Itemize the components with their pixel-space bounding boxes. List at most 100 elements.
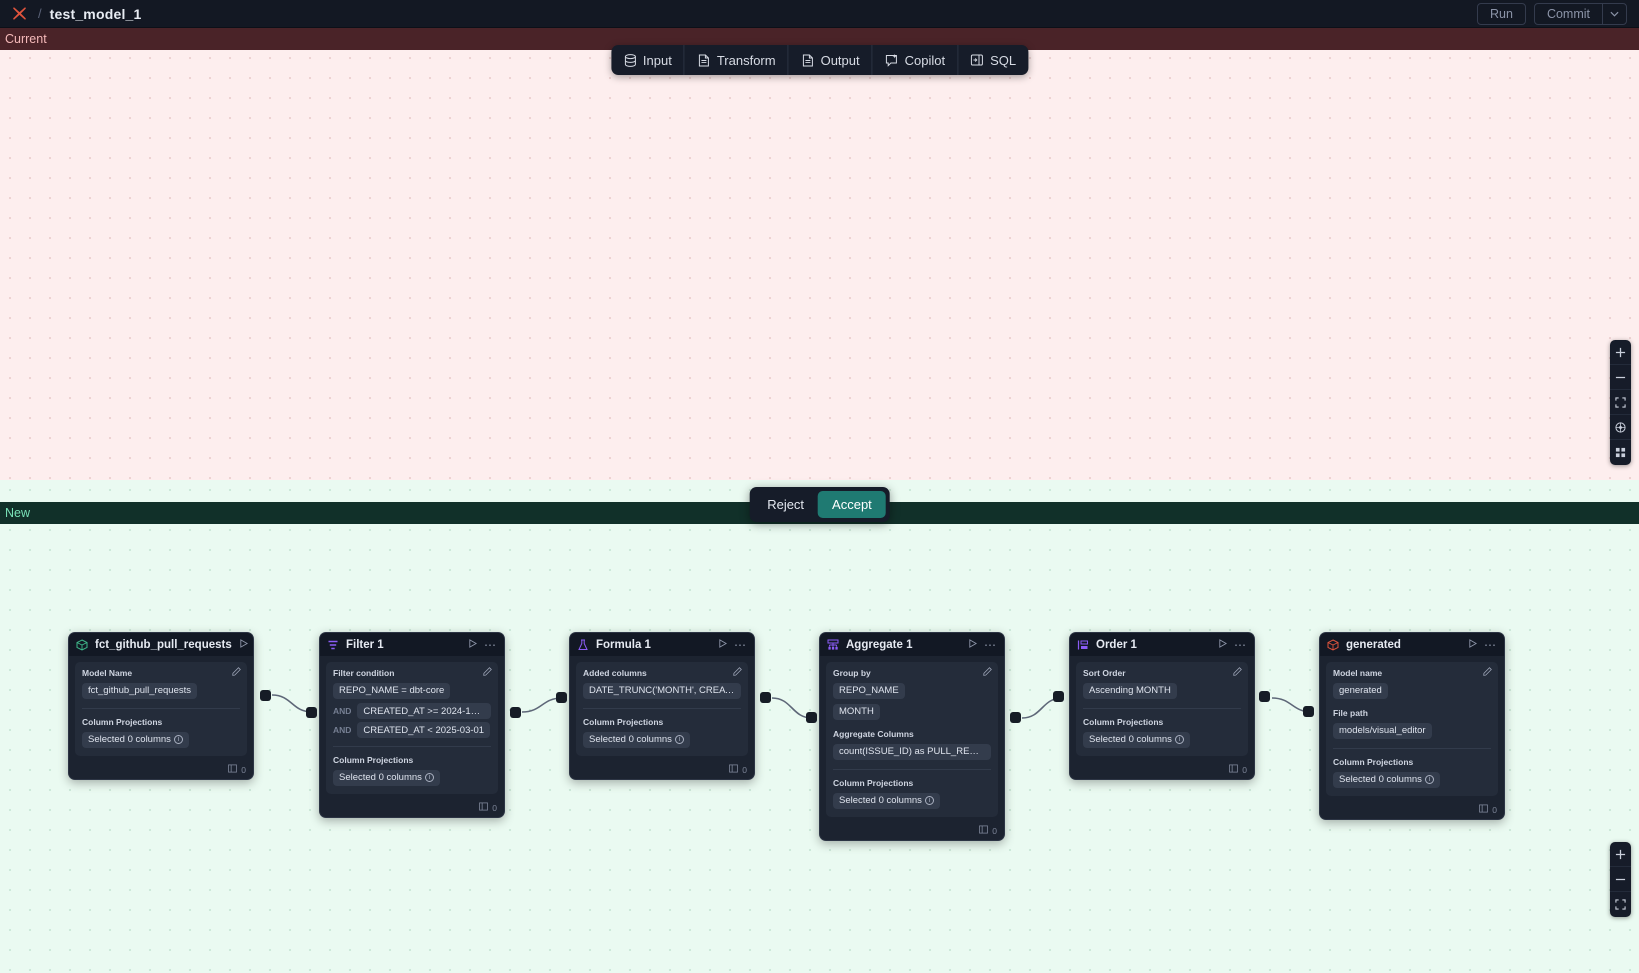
toolbar-item-transform[interactable]: Transform xyxy=(683,45,788,75)
value-pill[interactable]: fct_github_pull_requests xyxy=(82,682,197,699)
zoom-in-icon[interactable] xyxy=(1610,842,1631,867)
node-header[interactable]: generated ⋯ xyxy=(1320,633,1504,656)
group-by-pill[interactable]: MONTH xyxy=(833,703,880,720)
added-columns-pill[interactable]: DATE_TRUNC('MONTH', CREATED_AT… xyxy=(583,682,741,699)
zoom-in-icon[interactable] xyxy=(1610,340,1631,365)
edit-icon[interactable] xyxy=(232,667,241,678)
edge-port xyxy=(1010,712,1021,723)
play-icon[interactable] xyxy=(718,638,728,651)
node-header[interactable]: fct_github_pull_requests ⋯ xyxy=(69,633,253,656)
play-icon[interactable] xyxy=(1218,638,1228,651)
play-icon[interactable] xyxy=(968,638,978,651)
node-formula-1[interactable]: Formula 1 ⋯ Added columns DATE_TRUNC('MO… xyxy=(569,632,755,780)
edit-icon[interactable] xyxy=(1483,667,1492,678)
filter-condition-row: AND CREATED_AT >= 2024-12-01 xyxy=(333,703,491,719)
ellipsis-icon[interactable]: ⋯ xyxy=(484,637,497,652)
commit-button[interactable]: Commit xyxy=(1546,6,1590,21)
file-icon xyxy=(697,53,711,67)
info-icon[interactable]: i xyxy=(924,796,934,806)
run-button[interactable]: Run xyxy=(1477,2,1526,25)
node-body: Model name generated File path models/vi… xyxy=(1320,656,1504,802)
node-header[interactable]: Aggregate 1 ⋯ xyxy=(820,633,1004,656)
node-body: Added columns DATE_TRUNC('MONTH', CREATE… xyxy=(570,656,754,762)
ellipsis-icon[interactable]: ⋯ xyxy=(984,637,997,652)
toolbar-item-copilot[interactable]: Copilot xyxy=(871,45,957,75)
ellipsis-icon[interactable]: ⋯ xyxy=(734,637,747,652)
edge-port xyxy=(1303,706,1314,717)
commit-split-button[interactable]: Commit xyxy=(1533,2,1627,25)
node-footer: 0 xyxy=(69,762,253,779)
chevron-down-icon[interactable] xyxy=(1602,3,1626,24)
filter-condition-pill[interactable]: CREATED_AT >= 2024-12-01 xyxy=(357,703,491,719)
edge-port xyxy=(556,692,567,703)
ellipsis-icon[interactable]: ⋯ xyxy=(1484,637,1497,652)
section-label: Filter condition xyxy=(333,668,395,678)
fit-view-icon[interactable] xyxy=(1610,390,1631,415)
edit-icon[interactable] xyxy=(733,667,742,678)
diff-actions: Reject Accept xyxy=(749,487,890,522)
sort-order-pill[interactable]: Ascending MONTH xyxy=(1083,682,1177,699)
zoom-out-icon[interactable] xyxy=(1610,365,1631,390)
node-title: Order 1 xyxy=(1096,638,1137,651)
info-icon[interactable]: i xyxy=(1174,735,1184,745)
section-label: Added columns xyxy=(583,668,647,678)
node-header[interactable]: Order 1 ⋯ xyxy=(1070,633,1254,656)
group-by-pill[interactable]: REPO_NAME xyxy=(833,682,905,699)
column-count: 0 xyxy=(1492,804,1497,815)
node-generated[interactable]: generated ⋯ Model name generated File pa… xyxy=(1319,632,1505,820)
model-name-pill[interactable]: generated xyxy=(1333,682,1388,699)
edit-icon[interactable] xyxy=(983,667,992,678)
filter-icon xyxy=(327,639,339,651)
info-icon[interactable]: i xyxy=(1424,775,1434,785)
file-path-pill[interactable]: models/visual_editor xyxy=(1333,722,1432,739)
aggregate-columns-pill[interactable]: count(ISSUE_ID) as PULL_REQUEST_… xyxy=(833,743,991,760)
condition-operator: AND xyxy=(333,725,352,735)
toolbar-item-input[interactable]: Input xyxy=(611,45,684,75)
node-filter-1[interactable]: Filter 1 ⋯ Filter condition REPO_NAME = … xyxy=(319,632,505,818)
x-logo-icon[interactable] xyxy=(8,3,30,25)
minimap-icon[interactable] xyxy=(1610,440,1631,465)
columns-icon xyxy=(1229,764,1239,775)
node-fct-github-pull-requests[interactable]: fct_github_pull_requests ⋯ Model Name fc… xyxy=(68,632,254,780)
edit-icon[interactable] xyxy=(1233,667,1242,678)
reject-button[interactable]: Reject xyxy=(753,491,818,518)
node-card: Added columns DATE_TRUNC('MONTH', CREATE… xyxy=(576,662,748,756)
node-aggregate-1[interactable]: Aggregate 1 ⋯ Group by REPO_NAME MONTH A… xyxy=(819,632,1005,841)
toolbar-item-output[interactable]: Output xyxy=(787,45,872,75)
ellipsis-icon[interactable]: ⋯ xyxy=(1234,637,1247,652)
node-card: Sort Order Ascending MONTH Column Projec… xyxy=(1076,662,1248,756)
node-header[interactable]: Filter 1 ⋯ xyxy=(320,633,504,656)
zoom-out-icon[interactable] xyxy=(1610,867,1631,892)
toolbar-item-sql[interactable]: SQL xyxy=(957,45,1028,75)
columns-icon xyxy=(479,802,489,813)
section-label: Sort Order xyxy=(1083,668,1126,678)
accept-button[interactable]: Accept xyxy=(818,491,886,518)
section-label: Column Projections xyxy=(82,717,163,727)
filter-condition-pill[interactable]: REPO_NAME = dbt-core xyxy=(333,682,451,699)
sort-icon xyxy=(1077,639,1089,651)
lock-icon[interactable] xyxy=(1610,415,1631,440)
info-icon[interactable]: i xyxy=(674,735,684,745)
canvas-controls-new xyxy=(1610,842,1631,917)
play-icon[interactable] xyxy=(1468,638,1478,651)
filter-condition-pill[interactable]: CREATED_AT < 2025-03-01 xyxy=(357,722,491,738)
node-order-1[interactable]: Order 1 ⋯ Sort Order Ascending MONTH Col… xyxy=(1069,632,1255,780)
divider xyxy=(1333,748,1491,749)
canvas-controls-current xyxy=(1610,340,1631,465)
play-icon[interactable] xyxy=(239,638,248,651)
formula-icon xyxy=(577,639,589,651)
edge-port xyxy=(1259,691,1270,702)
play-icon[interactable] xyxy=(468,638,478,651)
info-icon[interactable]: i xyxy=(173,735,183,745)
node-header[interactable]: Formula 1 ⋯ xyxy=(570,633,754,656)
edit-icon[interactable] xyxy=(483,667,492,678)
info-icon[interactable]: i xyxy=(424,773,434,783)
fit-view-icon[interactable] xyxy=(1610,892,1631,917)
current-canvas[interactable] xyxy=(0,28,1639,480)
